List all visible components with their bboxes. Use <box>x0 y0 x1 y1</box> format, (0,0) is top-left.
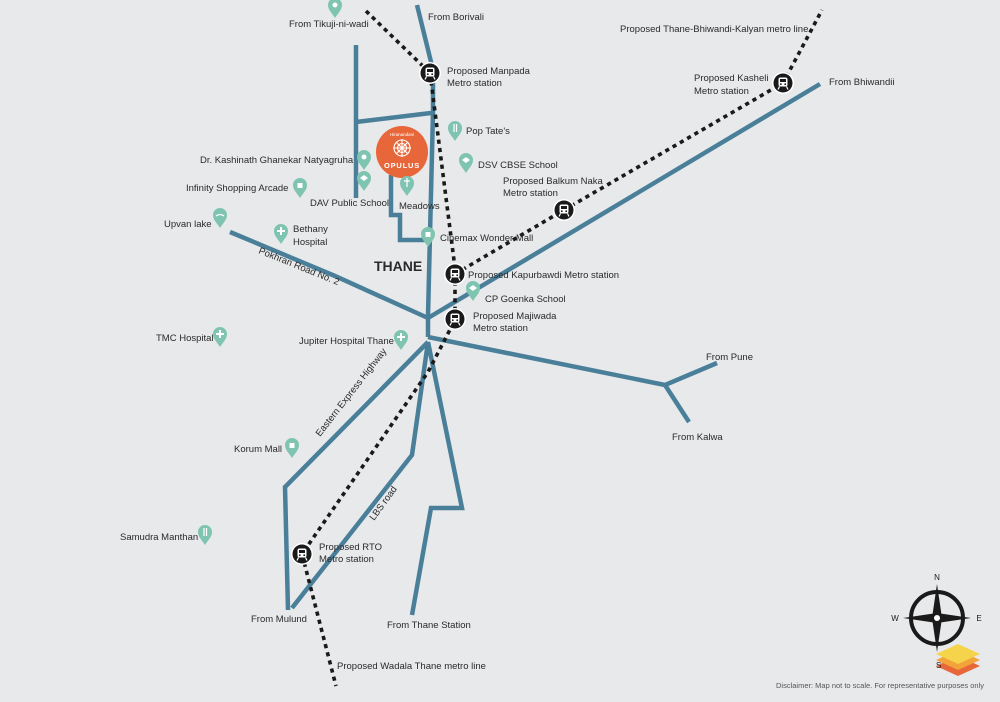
bethany-hospital-label: Bethany <box>293 224 328 235</box>
direction-mulund-label: From Mulund <box>251 614 307 625</box>
direction-tikuji-label: From Tikuji-ni-wadi <box>289 19 369 30</box>
samudra-manthan-label: Samudra Manthan <box>120 532 198 543</box>
road-kalwa-branch <box>663 383 691 424</box>
project-logo[interactable]: Hiranandani OPULUS <box>376 126 428 178</box>
school-pin-icon[interactable] <box>466 281 480 301</box>
logo-mandala-icon <box>393 139 411 157</box>
upvan-lake-label: Upvan lake <box>164 219 212 230</box>
road-central-north-south <box>414 4 436 337</box>
kasheli-station-label-2: Metro station <box>694 86 749 97</box>
majiwada-station-train-icon[interactable] <box>443 307 467 331</box>
hospital-pin-icon[interactable] <box>394 330 408 350</box>
lake-pin-icon[interactable] <box>213 208 227 228</box>
natyagruha-label: Dr. Kashinath Ghanekar Natyagruha <box>200 155 354 166</box>
dav-school-label: DAV Public School <box>310 198 389 209</box>
location-pin-icon[interactable] <box>328 0 342 18</box>
rto-station-train-icon[interactable] <box>290 542 314 566</box>
cinemax-mall-label: Cinemax Wonder Mall <box>440 233 533 244</box>
balkum-station-train-icon[interactable] <box>552 198 576 222</box>
kapurbawdi-station-label: Proposed Kapurbawdi Metro station <box>468 270 619 281</box>
hospital-pin-icon[interactable] <box>213 327 227 347</box>
direction-kalwa-label: From Kalwa <box>672 432 723 443</box>
majiwada-station-label: Proposed Majiwada <box>473 311 557 322</box>
direction-thane-station-label: From Thane Station <box>387 620 471 631</box>
compass-s: S <box>936 661 941 670</box>
layers-icon[interactable] <box>936 644 980 676</box>
rto-station-label: Proposed RTO <box>319 542 382 553</box>
mall-pin-icon[interactable] <box>421 227 435 247</box>
kasheli-station-train-icon[interactable] <box>771 71 795 95</box>
shopping-pin-icon[interactable] <box>293 178 307 198</box>
direction-borivali-label: From Borivali <box>428 12 484 23</box>
metro-line-thane-bhiwandi-kalyan <box>454 9 824 276</box>
tmc-hospital-label: TMC Hospital <box>156 333 214 344</box>
manpada-station-train-icon[interactable] <box>418 61 442 85</box>
direction-pune-label: From Pune <box>706 352 753 363</box>
meadows-label: Meadows <box>399 201 440 212</box>
balkum-station-label-2: Metro station <box>503 188 558 199</box>
hospital-pin-icon[interactable] <box>274 224 288 244</box>
bethany-hospital-label-2: Hospital <box>293 237 327 248</box>
eastern-express-highway <box>282 340 430 611</box>
metro-line-tikuji <box>364 9 432 75</box>
direction-bhiwandi-label: From Bhiwandii <box>829 77 894 88</box>
rto-station-label-2: Metro station <box>319 554 374 565</box>
mall-pin-icon[interactable] <box>285 438 299 458</box>
pokhran-road <box>229 229 429 321</box>
metro-line-tbk-label: Proposed Thane-Bhiwandi-Kalyan metro lin… <box>620 24 808 35</box>
road-inner-loop <box>355 110 432 125</box>
majiwada-station-label-2: Metro station <box>473 323 528 334</box>
theatre-pin-icon[interactable] <box>357 150 371 170</box>
compass-n: N <box>934 573 940 582</box>
manpada-station-label: Proposed Manpada <box>447 66 531 77</box>
disclaimer-text: Disclaimer: Map not to scale. For repres… <box>776 681 984 690</box>
road-bhiwandi <box>426 82 822 320</box>
metro-line-wadala-thane <box>300 72 457 687</box>
compass-e: E <box>976 614 981 623</box>
pop-tates-label: Pop Tate's <box>466 126 510 137</box>
road-meadows-loop <box>388 175 428 243</box>
compass-rose: N W E <box>891 573 982 652</box>
pokhran-road-label: Pokhran Road No. 2 <box>257 246 341 288</box>
metro-line-wadala-label: Proposed Wadala Thane metro line <box>337 661 486 672</box>
park-pin-icon[interactable] <box>400 176 414 196</box>
jupiter-hospital-label: Jupiter Hospital Thane <box>299 336 394 347</box>
metro-lines <box>300 9 824 687</box>
poi-markers <box>198 0 480 545</box>
compass-w: W <box>891 614 899 623</box>
city-label: THANE <box>374 258 422 274</box>
road-network <box>229 4 822 616</box>
road-to-pune-kalwa <box>427 334 718 388</box>
manpada-station-label-2: Metro station <box>447 78 502 89</box>
school-pin-icon[interactable] <box>459 153 473 173</box>
school-pin-icon[interactable] <box>357 171 371 191</box>
kapurbawdi-station-train-icon[interactable] <box>443 262 467 286</box>
restaurant-pin-icon[interactable] <box>198 525 212 545</box>
cp-goenka-label: CP Goenka School <box>485 294 566 305</box>
project-brand: Hiranandani <box>390 132 414 137</box>
dsv-school-label: DSV CBSE School <box>478 160 558 171</box>
infinity-arcade-label: Infinity Shopping Arcade <box>186 183 288 194</box>
kasheli-station-label: Proposed Kasheli <box>694 73 768 84</box>
korum-mall-label: Korum Mall <box>234 444 282 455</box>
road-thane-station <box>409 341 465 616</box>
lbs-road <box>290 341 431 610</box>
project-name: OPULUS <box>384 161 420 170</box>
restaurant-pin-icon[interactable] <box>448 121 462 141</box>
balkum-station-label: Proposed Balkum Naka <box>503 176 604 187</box>
